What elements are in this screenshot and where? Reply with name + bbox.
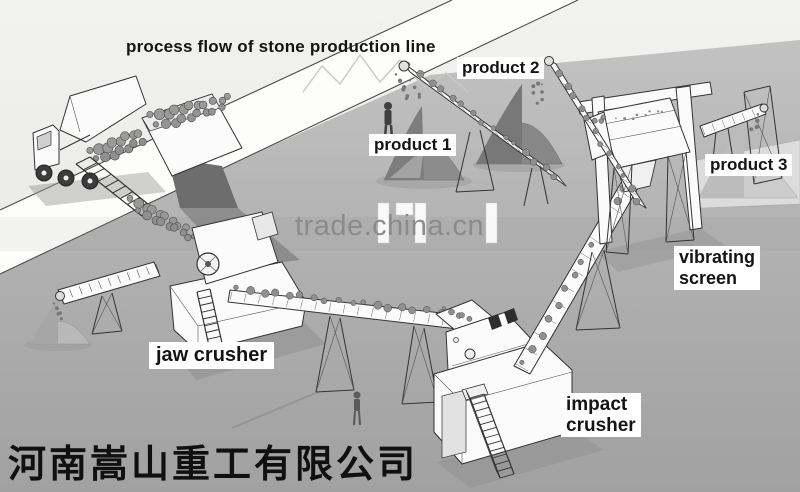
jaw-crusher-drawing bbox=[169, 211, 307, 353]
label-product-2: product 2 bbox=[457, 57, 545, 79]
label-impact-crusher-line2: crusher bbox=[566, 415, 636, 436]
label-product-1: product 1 bbox=[369, 134, 457, 156]
vibrating-screen-drawing bbox=[577, 81, 783, 255]
label-vibrating-screen-line2: screen bbox=[679, 268, 738, 288]
fines-conveyor-drawing bbox=[52, 261, 161, 335]
product3-conveyor-drawing bbox=[699, 103, 769, 169]
label-jaw-crusher: jaw crusher bbox=[149, 342, 275, 369]
label-impact-crusher: impact crusher bbox=[561, 393, 641, 437]
label-vibrating-screen: vibrating screen bbox=[674, 246, 761, 290]
mountain-outline bbox=[302, 53, 469, 93]
product2-conveyor-drawing bbox=[531, 56, 647, 209]
watermark-text: trade.china.cn bbox=[295, 210, 485, 242]
impact-crusher-drawing bbox=[433, 299, 573, 479]
product1-conveyor-drawing bbox=[394, 60, 567, 207]
dump-truck-drawing bbox=[32, 75, 147, 190]
watermark-letter-fragments bbox=[377, 202, 498, 244]
label-vibrating-screen-line1: vibrating bbox=[679, 247, 756, 267]
label-product-3: product 3 bbox=[705, 154, 793, 176]
person-figure-2 bbox=[353, 391, 361, 426]
company-name: 河南嵩山重工有限公司 bbox=[8, 441, 419, 486]
label-impact-crusher-line1: impact bbox=[566, 394, 628, 415]
diagram-title: process flow of stone production line bbox=[126, 37, 436, 56]
